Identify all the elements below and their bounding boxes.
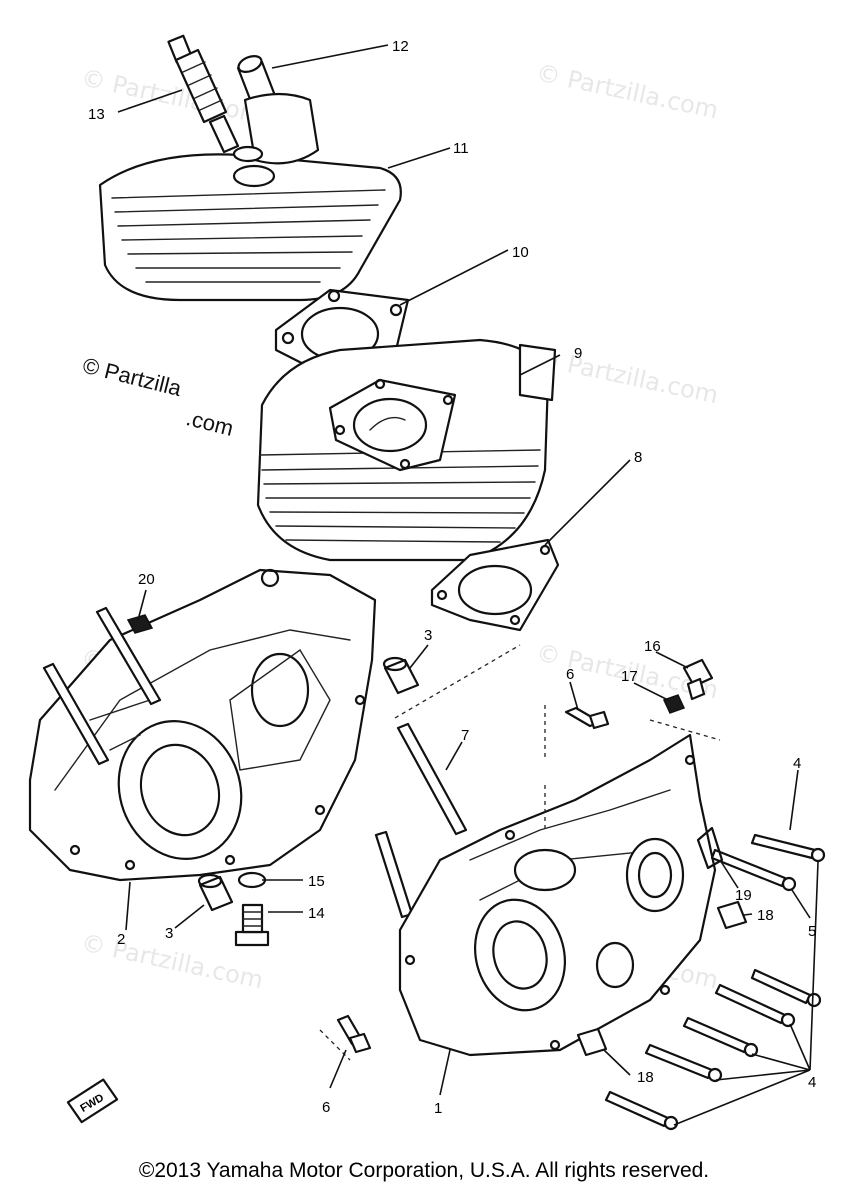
callout-15: 15 xyxy=(308,873,325,890)
dowel-pin-part xyxy=(197,873,234,912)
cylinder-head-part xyxy=(98,92,402,302)
callout-9: 9 xyxy=(574,345,582,362)
long-bolt-part xyxy=(644,1043,723,1083)
long-bolt-part xyxy=(750,833,826,863)
callout-1: 1 xyxy=(434,1100,442,1117)
watermark-text: © Partzilla.com xyxy=(534,343,721,409)
base-gasket-part xyxy=(430,538,560,632)
callout-11: 11 xyxy=(453,140,469,157)
callout-14: 14 xyxy=(308,905,325,922)
callout-4: 4 xyxy=(808,1074,816,1091)
callout-3: 3 xyxy=(165,925,173,942)
leader-lines xyxy=(117,44,819,1126)
long-bolt-part xyxy=(750,968,822,1008)
callout-19: 19 xyxy=(735,887,752,904)
callout-4: 4 xyxy=(793,755,801,772)
left-crankcase-part xyxy=(28,568,377,882)
callout-18: 18 xyxy=(637,1069,654,1086)
crankcase-stud-part xyxy=(374,722,468,919)
watermark-text: © Partzilla.com xyxy=(534,58,721,124)
callout-12: 12 xyxy=(392,38,409,55)
right-crankcase-part xyxy=(398,733,717,1057)
washer-part-17 xyxy=(662,694,686,714)
callout-18: 18 xyxy=(757,907,774,924)
watermark-text: © Partzilla.com xyxy=(79,63,266,129)
dowel-part-18 xyxy=(716,900,748,930)
drain-plug-part xyxy=(234,903,270,947)
callout-10: 10 xyxy=(512,244,529,261)
long-bolt-part xyxy=(604,1090,679,1131)
part-19 xyxy=(696,826,724,870)
callout-6: 6 xyxy=(566,666,574,683)
long-bolt-part xyxy=(682,1016,759,1058)
forward-direction-marker: FWD xyxy=(66,1078,119,1124)
watermark-line-2: .com xyxy=(184,405,236,441)
bolt-part-16 xyxy=(682,658,714,701)
long-bolt-part xyxy=(710,848,797,892)
callout-6: 6 xyxy=(322,1099,330,1116)
copyright-notice: ©2013 Yamaha Motor Corporation, U.S.A. A… xyxy=(138,1159,710,1182)
callout-16: 16 xyxy=(644,638,661,655)
callout-17: 17 xyxy=(621,668,638,685)
watermark-line-1: © Partzilla xyxy=(80,353,184,402)
callout-labels: 12 13 11 10 9 8 20 3 16 6 17 7 4 15 14 2… xyxy=(88,38,816,1117)
spark-plug-part xyxy=(167,34,240,154)
dowel-pin-part xyxy=(382,656,420,695)
callout-2: 2 xyxy=(117,931,125,948)
callout-5: 5 xyxy=(808,923,816,940)
alignment-lines xyxy=(319,644,721,1061)
bolt-part-6 xyxy=(564,706,610,730)
cylinder-block-part xyxy=(256,338,557,562)
callout-8: 8 xyxy=(634,449,642,466)
partzilla-watermark: © Partzilla .com xyxy=(80,353,236,441)
callout-3: 3 xyxy=(424,627,432,644)
callout-20: 20 xyxy=(138,571,155,588)
long-bolt-part xyxy=(714,983,796,1028)
callout-7: 7 xyxy=(461,727,469,744)
circlip-part xyxy=(237,871,267,889)
bolt-part-6 xyxy=(336,1014,372,1054)
dowel-part-18 xyxy=(576,1027,608,1057)
callout-13: 13 xyxy=(88,106,105,123)
